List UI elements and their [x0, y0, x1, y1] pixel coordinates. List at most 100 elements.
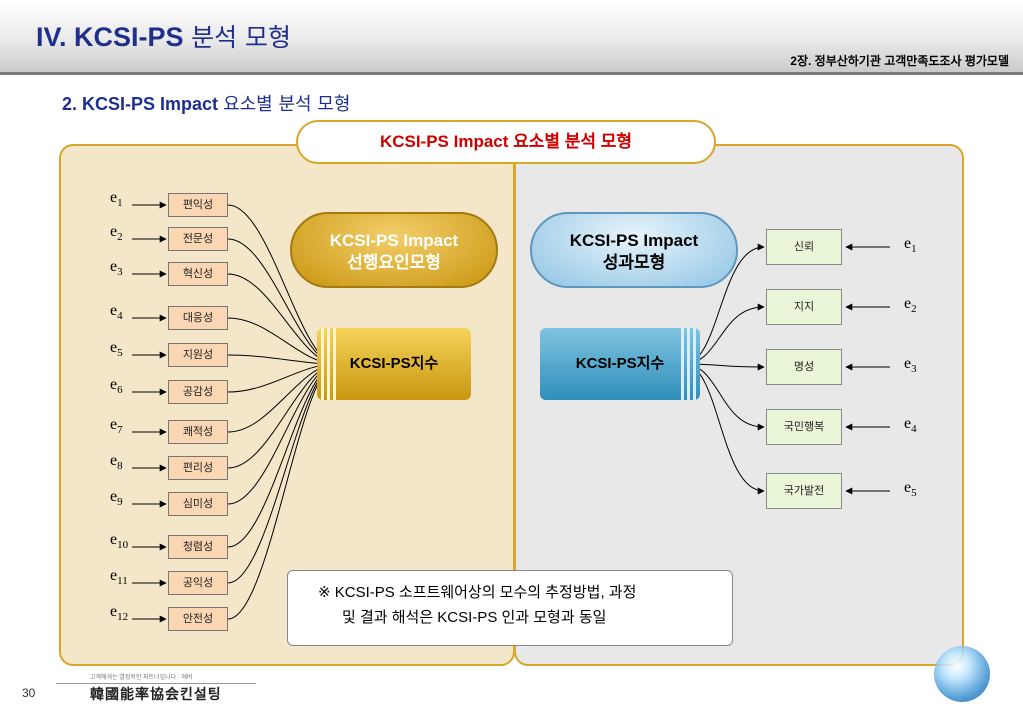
error-symbol: e [110, 416, 118, 433]
error-index: 4 [117, 310, 123, 323]
error-term: e11 [110, 567, 128, 587]
error-term: e2 [904, 295, 917, 315]
error-term: e12 [110, 603, 128, 623]
error-term: e3 [904, 355, 917, 375]
error-symbol: e [110, 223, 118, 240]
factor-box: 전문성 [168, 227, 228, 251]
header-divider [0, 72, 1023, 75]
error-index: 2 [911, 303, 917, 316]
error-index: 3 [117, 266, 123, 279]
page-number: 30 [22, 686, 36, 700]
error-index: 7 [117, 424, 123, 437]
outcome-box: 국가발전 [766, 473, 842, 509]
outcome-box: 국민행복 [766, 409, 842, 445]
error-term: e10 [110, 531, 128, 551]
error-index: 5 [911, 487, 917, 500]
error-term: e1 [110, 189, 123, 209]
outcome-box: 신뢰 [766, 229, 842, 265]
error-symbol: e [110, 452, 118, 469]
factor-box: 지원성 [168, 343, 228, 367]
factor-box: 청렴성 [168, 535, 228, 559]
error-symbol: e [110, 488, 118, 505]
diagram-title: KCSI-PS Impact 요소별 분석 모형 [296, 120, 716, 164]
error-index: 4 [911, 423, 917, 436]
pill-line2: 선행요인모형 [347, 253, 441, 272]
title-prefix: IV. KCSI-PS [36, 22, 184, 52]
error-index: 5 [117, 347, 123, 360]
factor-box: 혁신성 [168, 262, 228, 286]
error-index: 1 [911, 243, 917, 256]
factor-box: 안전성 [168, 607, 228, 631]
subtitle-prefix: 2. KCSI-PS Impact [62, 94, 219, 114]
subtitle-korean: 요소별 분석 모형 [223, 94, 351, 115]
error-symbol: e [110, 258, 118, 275]
error-symbol: e [904, 415, 912, 432]
section-subtitle: 2. KCSI-PS Impact 요소별 분석 모형 [62, 90, 350, 116]
index-stripe [681, 328, 684, 400]
error-index: 1 [117, 197, 123, 210]
page-title: IV. KCSI-PS 분석 모형 [36, 18, 291, 54]
company-logo-text: 韓國能率協会킨설팅 [90, 686, 222, 702]
error-symbol: e [904, 295, 912, 312]
error-term: e5 [110, 339, 123, 359]
error-term: e9 [110, 488, 123, 508]
title-korean: 분석 모형 [191, 23, 292, 52]
error-index: 12 [117, 611, 129, 624]
error-index: 11 [117, 575, 128, 588]
outcome-index-box: KCSI-PS지수 [540, 328, 700, 400]
factor-box: 편리성 [168, 456, 228, 480]
factor-box: 대응성 [168, 306, 228, 330]
pill-line2: 성과모형 [602, 253, 666, 272]
pill-line1: KCSI-PS Impact [569, 231, 699, 250]
globe-icon [934, 646, 990, 702]
error-index: 10 [117, 539, 129, 552]
chapter-label: 2장. 정부산하기관 고객만족도조사 평가모델 [790, 54, 1009, 68]
error-symbol: e [110, 567, 118, 584]
error-symbol: e [110, 376, 118, 393]
error-term: e1 [904, 235, 917, 255]
error-symbol: e [110, 189, 118, 206]
antecedent-index-box: KCSI-PS지수 [317, 328, 471, 400]
index-stripe [327, 328, 330, 400]
error-term: e7 [110, 416, 123, 436]
factor-box: 편익성 [168, 193, 228, 217]
error-index: 8 [117, 460, 123, 473]
error-symbol: e [904, 355, 912, 372]
error-term: e5 [904, 479, 917, 499]
index-stripe [321, 328, 324, 400]
error-term: e2 [110, 223, 123, 243]
error-index: 2 [117, 231, 123, 244]
error-term: e8 [110, 452, 123, 472]
factor-box: 공감성 [168, 380, 228, 404]
outcome-model-pill: KCSI-PS Impact 성과모형 [530, 212, 738, 288]
error-term: e4 [110, 302, 123, 322]
error-index: 6 [117, 384, 123, 397]
note-line1: ※ KCSI-PS 소프트웨어상의 모수의 추정방법, 과정 [318, 584, 637, 601]
error-symbol: e [110, 302, 118, 319]
factor-box: 쾌적성 [168, 420, 228, 444]
index-stripe [333, 328, 336, 400]
error-term: e4 [904, 415, 917, 435]
pill-line1: KCSI-PS Impact [329, 231, 459, 250]
error-index: 3 [911, 363, 917, 376]
footer-divider [56, 683, 256, 684]
antecedent-model-pill: KCSI-PS Impact 선행요인모형 [290, 212, 498, 288]
error-term: e3 [110, 258, 123, 278]
error-symbol: e [110, 603, 118, 620]
error-symbol: e [110, 339, 118, 356]
note-box: ※ KCSI-PS 소프트웨어상의 모수의 추정방법, 과정 및 결과 해석은 … [287, 570, 733, 646]
header-bar [0, 0, 1023, 74]
footer-tagline: 고객에게는 열정적인 파트너입니다 · 에버 [90, 675, 193, 681]
error-symbol: e [904, 235, 912, 252]
index-stripe [693, 328, 696, 400]
factor-box: 공익성 [168, 571, 228, 595]
index-stripe [687, 328, 690, 400]
factor-box: 심미성 [168, 492, 228, 516]
error-term: e6 [110, 376, 123, 396]
outcome-box: 지지 [766, 289, 842, 325]
error-index: 9 [117, 496, 123, 509]
error-symbol: e [110, 531, 118, 548]
error-symbol: e [904, 479, 912, 496]
outcome-box: 명성 [766, 349, 842, 385]
note-line2: 및 결과 해석은 KCSI-PS 인과 모형과 동일 [342, 609, 607, 626]
